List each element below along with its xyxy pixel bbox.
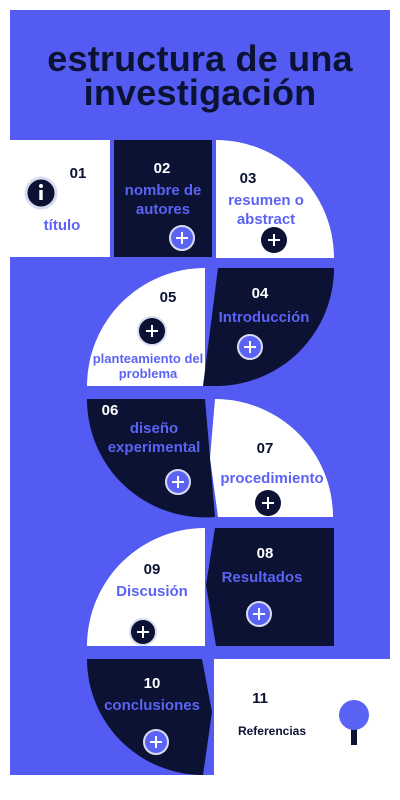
step-label: Resultados: [221, 569, 303, 586]
step-label: título: [43, 217, 81, 234]
tile-03: [216, 140, 334, 258]
tile-07: [210, 399, 333, 517]
step-number: 08: [256, 545, 274, 562]
step-number: 10: [143, 675, 161, 692]
step-number: 04: [251, 285, 269, 302]
page-title-line-2: investigación: [83, 72, 317, 113]
plus-icon[interactable]: [261, 227, 287, 253]
step-number: 05: [159, 289, 177, 306]
plus-icon[interactable]: [237, 334, 263, 360]
background-panel: [10, 10, 390, 775]
step-label: Discusión: [116, 583, 188, 600]
tile-02: [114, 140, 212, 257]
tile-09: [87, 528, 205, 646]
step-number: 06: [101, 402, 119, 419]
plus-icon[interactable]: [137, 316, 167, 346]
plus-icon[interactable]: [169, 225, 195, 251]
step-number: 07: [256, 440, 274, 457]
plus-icon[interactable]: [255, 490, 281, 516]
step-number: 09: [143, 561, 161, 578]
tile-01: [10, 140, 110, 257]
plus-icon[interactable]: [165, 469, 191, 495]
info-icon: [24, 176, 58, 210]
plus-icon[interactable]: [246, 601, 272, 627]
tile-10: [87, 659, 212, 775]
step-label: Referencias: [237, 724, 307, 738]
step-number: 03: [239, 170, 257, 187]
tile-08: [206, 528, 334, 646]
step-label: procedimiento: [220, 470, 324, 487]
plus-icon[interactable]: [143, 729, 169, 755]
pin-icon: [339, 700, 369, 745]
step-label: Introducción: [218, 309, 310, 326]
plus-icon[interactable]: [129, 618, 157, 646]
step-label: diseño experimental: [107, 420, 201, 456]
step-number: 01: [69, 165, 87, 182]
step-label: planteamiento del problema: [92, 351, 204, 381]
step-number: 02: [153, 160, 171, 177]
step-label: conclusiones: [104, 697, 200, 714]
step-label: resumen o abstract: [228, 192, 304, 228]
tile-04: [203, 268, 334, 386]
step-number: 11: [252, 690, 268, 707]
step-label: nombre de autores: [124, 182, 202, 218]
page-title-line-1: estructura de una: [47, 38, 353, 79]
